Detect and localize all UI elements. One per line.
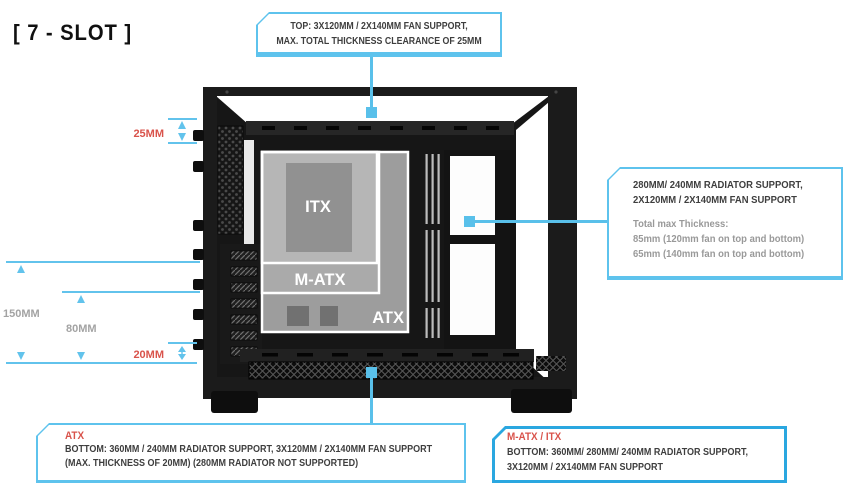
dimension-annotations xyxy=(6,118,200,364)
callout-top-fan-support: TOP: 3X120MM / 2X140MM FAN SUPPORT, MAX.… xyxy=(256,12,502,57)
rear-mesh-panel xyxy=(217,125,244,235)
leader-marker-side xyxy=(464,216,475,227)
tray-cutout xyxy=(320,306,338,326)
corner-screw xyxy=(225,90,229,94)
callout-side-radiator-support: 280MM/ 240MM RADIATOR SUPPORT, 2X120MM /… xyxy=(607,167,843,280)
cable-slat-strip xyxy=(425,154,440,338)
case-frame-bottom xyxy=(203,377,577,398)
bottom-atx-title: ATX xyxy=(65,430,85,442)
side-callout-line-2: 2X120MM / 2X140MM FAN SUPPORT xyxy=(633,194,797,206)
page-title: [ 7 - SLOT ] xyxy=(13,20,132,45)
dimension-label-inner-height: 80MM xyxy=(66,323,97,335)
atx-overlay xyxy=(260,150,410,334)
top-opening xyxy=(216,96,549,124)
tray-cutout xyxy=(287,306,309,326)
atx-label: ATX xyxy=(372,309,404,327)
callout-bottom-matx-itx: M-ATX / ITX BOTTOM: 360MM/ 280MM/ 240MM … xyxy=(492,426,787,483)
dimension-label-bottom-clearance: 20MM xyxy=(133,349,164,361)
callout-background xyxy=(38,425,464,480)
bottom-matx-line-1: BOTTOM: 360MM/ 280MM/ 240MM RADIATOR SUP… xyxy=(507,447,749,458)
corner-screw xyxy=(554,90,558,94)
case-frame-right xyxy=(548,87,577,399)
case-frame-top xyxy=(203,87,577,96)
bottom-mesh-front xyxy=(536,356,566,371)
side-callout-line-1: 280MM/ 240MM RADIATOR SUPPORT, xyxy=(633,179,803,191)
leader-marker-top xyxy=(366,107,377,118)
pc-case: ITX M-ATX ATX xyxy=(193,87,577,413)
bottom-atx-line-2: (MAX. THICKNESS OF 20MM) (280MM RADIATOR… xyxy=(65,458,359,469)
side-callout-thickness-120: 85mm (120mm fan on top and bottom) xyxy=(633,233,805,245)
case-foot-left xyxy=(211,391,258,413)
leader-line-side xyxy=(475,220,607,223)
leader-lines xyxy=(366,57,607,423)
leader-marker-bottom xyxy=(366,367,377,378)
bottom-fan-rail xyxy=(240,349,534,362)
dimension-labels: 25MM 150MM 80MM 20MM xyxy=(3,128,164,361)
side-callout-thickness-title: Total max Thickness: xyxy=(633,218,729,230)
leader-line-top xyxy=(370,57,373,108)
bottom-matx-line-2: 3X120MM / 2X140MM FAN SUPPORT xyxy=(507,462,664,473)
top-callout-line-1: TOP: 3X120MM / 2X140MM FAN SUPPORT, xyxy=(290,21,468,32)
bottom-atx-line-1: BOTTOM: 360MM / 240MM RADIATOR SUPPORT, … xyxy=(65,444,433,455)
pci-slot-bracket xyxy=(220,244,262,364)
side-opening xyxy=(516,102,549,382)
itx-label: ITX xyxy=(305,198,331,216)
leader-line-bottom xyxy=(370,378,373,423)
case-foot-right xyxy=(511,389,572,413)
case-frame-left xyxy=(203,87,217,399)
matx-label: M-ATX xyxy=(294,271,345,289)
thumbscrews xyxy=(193,130,204,350)
callout-bottom-atx: ATX BOTTOM: 360MM / 240MM RADIATOR SUPPO… xyxy=(36,423,466,483)
top-callout-line-2: MAX. TOTAL THICKNESS CLEARANCE OF 25MM xyxy=(276,36,482,47)
bottom-matx-title: M-ATX / ITX xyxy=(507,431,562,443)
rear-vent-slot xyxy=(244,140,254,244)
callout-background xyxy=(609,169,841,276)
top-fan-rail xyxy=(246,121,514,135)
bottom-mesh xyxy=(248,361,534,380)
side-fan-windows xyxy=(444,150,516,362)
callout-background xyxy=(495,429,784,480)
cpu-area-shade xyxy=(286,163,352,252)
matx-overlay xyxy=(260,150,381,295)
side-callout-thickness-140: 65mm (140mm fan on top and bottom) xyxy=(633,248,805,260)
dimension-label-top-clearance: 25MM xyxy=(133,128,164,140)
callout-background xyxy=(258,14,500,52)
dimension-label-case-height: 150MM xyxy=(3,308,40,320)
itx-overlay xyxy=(260,150,379,265)
